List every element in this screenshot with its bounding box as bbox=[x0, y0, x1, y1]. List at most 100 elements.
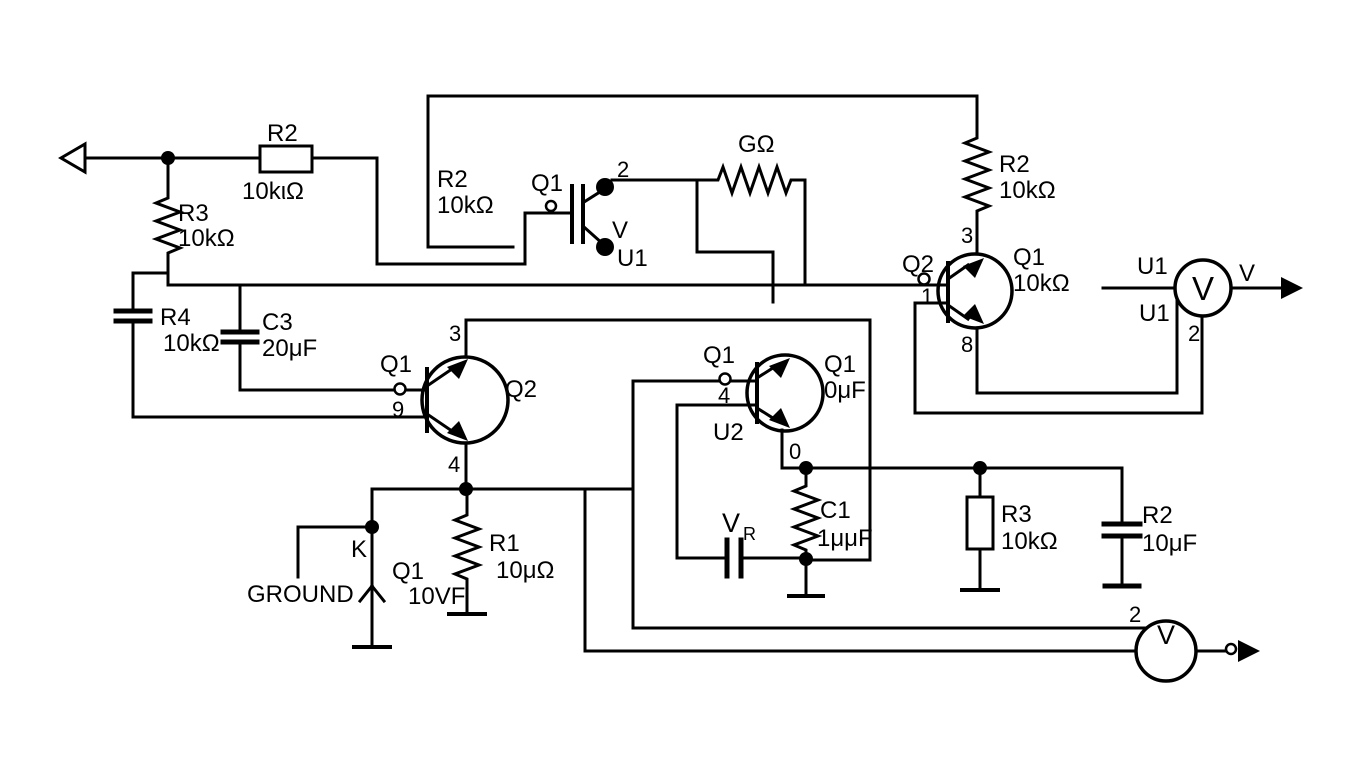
igbt-gate-circle bbox=[544, 199, 558, 213]
r4-top-lead bbox=[131, 271, 170, 311]
junction-dot bbox=[973, 461, 987, 475]
label-q1-mid-ref: Q1 bbox=[703, 342, 735, 369]
label-c1-val: 1μμF bbox=[817, 525, 873, 552]
label-q1-mid2-ref: Q1 bbox=[824, 351, 856, 378]
input-arrow bbox=[58, 141, 87, 175]
u2-lower-base-loop bbox=[675, 403, 759, 560]
igbt-emitter-dot bbox=[596, 238, 614, 256]
label-q1-right-val: 10kΩ bbox=[1013, 270, 1070, 297]
r3-br-body bbox=[965, 495, 995, 551]
r2-topleft-body bbox=[258, 144, 314, 174]
label-q2-right-ref: Q2 bbox=[902, 251, 934, 278]
label-u1-meter-bot: U1 bbox=[1139, 300, 1170, 327]
q2l-emitter-arrow bbox=[447, 421, 468, 441]
label-pin-3-right: 3 bbox=[961, 223, 973, 248]
label-q1-top-ref: Q1 bbox=[531, 170, 563, 197]
label-u1-top: U1 bbox=[617, 245, 648, 272]
label-r3-br-ref: R3 bbox=[1001, 501, 1032, 528]
label-v-out: V bbox=[1239, 260, 1255, 287]
mid-bus-wire bbox=[166, 271, 950, 287]
c3-bottom-wire bbox=[238, 342, 429, 392]
label-r2-br-val: 10μF bbox=[1142, 530, 1197, 557]
junction-dot bbox=[799, 461, 813, 475]
top-loop-wire bbox=[426, 94, 979, 249]
output2-arrow bbox=[1238, 640, 1260, 662]
gohm-resistor-wire bbox=[610, 162, 807, 198]
label-u1-meter-top: U1 bbox=[1137, 253, 1168, 280]
ground-stub bbox=[296, 525, 374, 579]
label-r2-topleft-val: 10kιΩ bbox=[242, 178, 304, 205]
label-g-ohm: GΩ bbox=[738, 131, 775, 158]
u2-base-circle bbox=[718, 372, 732, 386]
k-chevron-left bbox=[357, 583, 375, 604]
q2r-transistor-body bbox=[936, 252, 1014, 330]
label-ground-label: GROUND bbox=[247, 581, 354, 608]
label-r3-ref: R3 bbox=[178, 200, 209, 227]
label-pin-4-left: 4 bbox=[448, 452, 460, 477]
label-r2-right-val: 10kΩ bbox=[999, 177, 1056, 204]
u2-transistor-body bbox=[745, 353, 825, 433]
meter1-body bbox=[1173, 258, 1233, 318]
label-pin-1-right: 1 bbox=[921, 284, 933, 309]
label-c3-val: 20μF bbox=[262, 335, 317, 362]
q2r-emitter-diag bbox=[945, 302, 971, 322]
label-meter2-glyph: V bbox=[1157, 620, 1175, 650]
label-pin-2-top: 2 bbox=[617, 157, 629, 182]
u2-emitter-arrow bbox=[769, 408, 790, 428]
label-q1-bl-ref: Q1 bbox=[392, 558, 424, 585]
meter2-body bbox=[1134, 619, 1198, 683]
label-r1-val: 10μΩ bbox=[496, 557, 554, 584]
u2-upper-base-loop bbox=[631, 379, 1149, 630]
label-r3-br-val: 10kΩ bbox=[1001, 528, 1058, 555]
bottom-wire-2 bbox=[583, 487, 1138, 653]
label-r4-ref: R4 bbox=[160, 304, 191, 331]
q2l-collector-diag bbox=[424, 366, 455, 389]
label-q2-left-ref: Q2 bbox=[505, 376, 537, 403]
q2l-base-circle bbox=[393, 382, 407, 396]
label-q1-right-ref: Q1 bbox=[1013, 244, 1045, 271]
u2-emitter-stub bbox=[780, 428, 806, 470]
label-vr-r: R bbox=[743, 524, 756, 544]
q2r-emitter-loop bbox=[975, 286, 1179, 395]
label-r2-mid-val: 10kΩ bbox=[437, 192, 494, 219]
label-r2-mid-ref: R2 bbox=[437, 166, 468, 193]
r1-resistor bbox=[450, 487, 484, 614]
label-c3-ref: C3 bbox=[262, 309, 293, 336]
label-r2-topleft-ref: R2 bbox=[267, 120, 298, 147]
label-pin-2-meter: 2 bbox=[1188, 321, 1200, 346]
label-k-label: K bbox=[351, 536, 367, 563]
q2l-collector-arrow bbox=[447, 359, 468, 379]
label-u2-ref: U2 bbox=[713, 419, 744, 446]
meter1-bottom-loop bbox=[913, 301, 1204, 415]
igbt-collector-dot bbox=[596, 178, 614, 196]
c1-resistor bbox=[789, 466, 823, 561]
v-out-arrow bbox=[1281, 277, 1303, 299]
label-c1-ref: C1 bbox=[820, 497, 851, 524]
label-v-top: V bbox=[612, 217, 628, 244]
q2l-emitter-diag bbox=[424, 411, 455, 434]
label-meter1-glyph: V bbox=[1192, 270, 1214, 307]
label-pin-2-bottom: 2 bbox=[1129, 602, 1141, 627]
r4-bottom-wire bbox=[131, 321, 429, 419]
q2l-transistor-body bbox=[420, 355, 510, 445]
label-q1-bl-val: 10VF bbox=[408, 583, 465, 610]
junction-dot bbox=[799, 552, 813, 566]
junction-dot bbox=[161, 151, 175, 165]
label-pin-8-right: 8 bbox=[961, 332, 973, 357]
r2tl-right-wire bbox=[310, 156, 574, 266]
q2r-collector-arrow bbox=[963, 258, 984, 278]
label-pin-9-left: 9 bbox=[392, 397, 404, 422]
r2-right-resistor bbox=[960, 94, 994, 256]
label-r2-right-ref: R2 bbox=[999, 151, 1030, 178]
gohm-left-drop bbox=[695, 178, 775, 304]
u2-collector-arrow bbox=[769, 358, 790, 378]
label-r1-ref: R1 bbox=[489, 530, 520, 557]
label-pin-0-mid: 0 bbox=[789, 439, 801, 464]
q2l-collector-box bbox=[464, 318, 872, 562]
label-r2-br-ref: R2 bbox=[1142, 502, 1173, 529]
label-r3-val: 10kΩ bbox=[178, 225, 235, 252]
q2r-base-circle bbox=[917, 272, 931, 286]
label-pin-3-left: 3 bbox=[449, 321, 461, 346]
